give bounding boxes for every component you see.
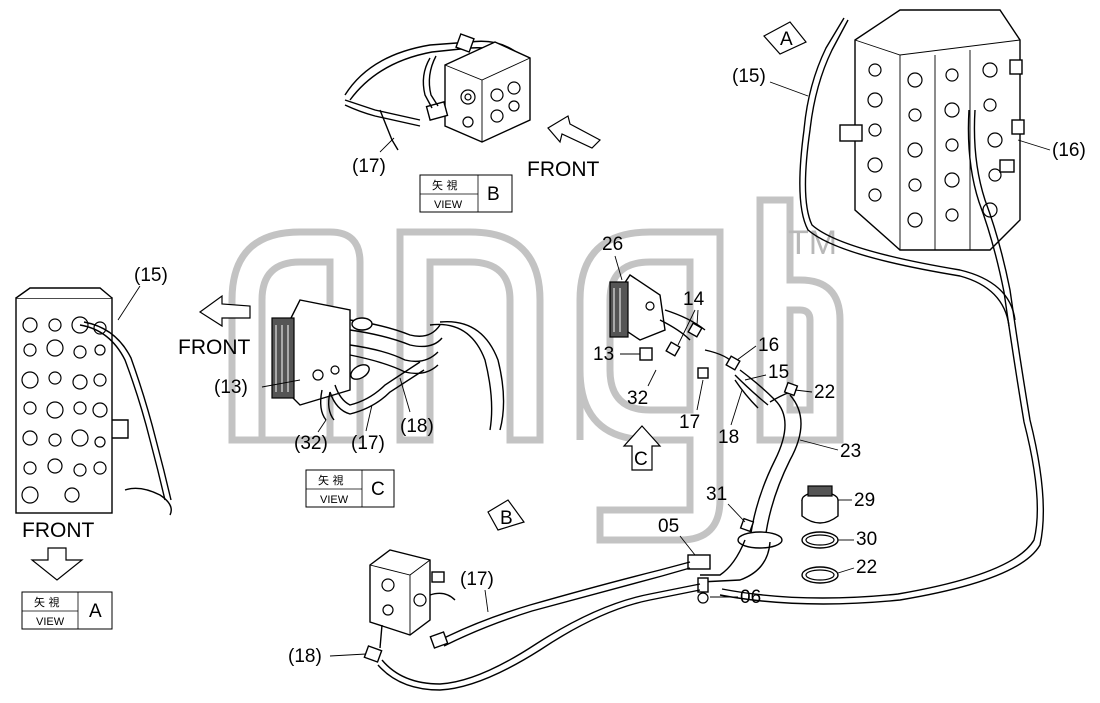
hose-15-main <box>804 19 1016 321</box>
callout-05: 05 <box>658 516 679 537</box>
callout-14: 14 <box>683 289 705 310</box>
view-c-arrow <box>622 425 662 471</box>
front-arrow-view-b <box>547 115 601 149</box>
view-b-view: VIEW <box>434 199 463 211</box>
front-label-view-b: FRONT <box>527 158 599 181</box>
front-label-view-a: FRONT <box>22 519 94 542</box>
view-a-jp: 矢 視 <box>34 595 60 609</box>
callout-30: 30 <box>856 529 877 550</box>
view-b-illustration <box>344 33 531 151</box>
view-b-box: 矢 視 VIEW B <box>419 174 513 213</box>
callout-15-top: (15) <box>732 66 766 87</box>
pilot-valve-illustration: C <box>609 274 802 541</box>
view-a-arrow-letter: A <box>780 29 793 50</box>
callout-15-pilot: 15 <box>768 362 789 383</box>
callout-32: 32 <box>627 388 648 409</box>
hose-16-main <box>719 109 1045 605</box>
callout-16-pilot: 16 <box>758 335 779 356</box>
callout-18-view-c: (18) <box>400 416 434 437</box>
callout-29: 29 <box>854 490 875 511</box>
front-arrow-view-c <box>198 294 251 328</box>
callout-18-pilot: 18 <box>718 427 739 448</box>
view-a-box: 矢 視 VIEW A <box>21 591 113 630</box>
view-a-view: VIEW <box>36 616 65 628</box>
callout-26: 26 <box>602 234 623 255</box>
callout-22-bottom: 22 <box>856 557 877 578</box>
view-c-jp: 矢 視 <box>318 473 344 487</box>
view-c-illustration <box>198 294 505 431</box>
callout-15-view-a: (15) <box>134 265 168 286</box>
view-a-letter: A <box>89 601 102 622</box>
view-c-view: VIEW <box>320 494 349 506</box>
callout-18-bottom: (18) <box>288 646 322 667</box>
callout-31: 31 <box>706 484 727 505</box>
callout-32-view-c: (32) <box>294 433 328 454</box>
callout-06: 06 <box>740 587 761 608</box>
callout-13: 13 <box>593 344 614 365</box>
callout-17-bottom: (17) <box>460 569 494 590</box>
front-arrow-view-a <box>30 547 84 581</box>
callout-23: 23 <box>840 441 861 462</box>
solenoid-block-illustration <box>363 549 701 691</box>
control-valve-illustration: A <box>763 9 1025 251</box>
view-b-letter: B <box>487 184 500 205</box>
view-c-arrow-letter: C <box>634 449 648 470</box>
callout-17-view-b: (17) <box>352 156 386 177</box>
callout-22-top: 22 <box>814 382 835 403</box>
callout-17-view-c: (17) <box>351 433 385 454</box>
view-a-arrow <box>763 21 807 55</box>
view-b-arrow-letter: B <box>500 508 513 529</box>
watermark-logo: TM <box>228 196 844 544</box>
front-label-view-c: FRONT <box>178 336 250 359</box>
view-c-box: 矢 視 VIEW C <box>305 469 395 508</box>
callout-13-view-c: (13) <box>214 377 248 398</box>
callout-17-pilot: 17 <box>679 412 700 433</box>
view-b-jp: 矢 視 <box>432 178 458 192</box>
callout-16: (16) <box>1052 140 1086 161</box>
view-c-letter: C <box>371 479 385 500</box>
view-a-illustration <box>15 287 172 516</box>
view-b-arrow <box>487 499 525 531</box>
